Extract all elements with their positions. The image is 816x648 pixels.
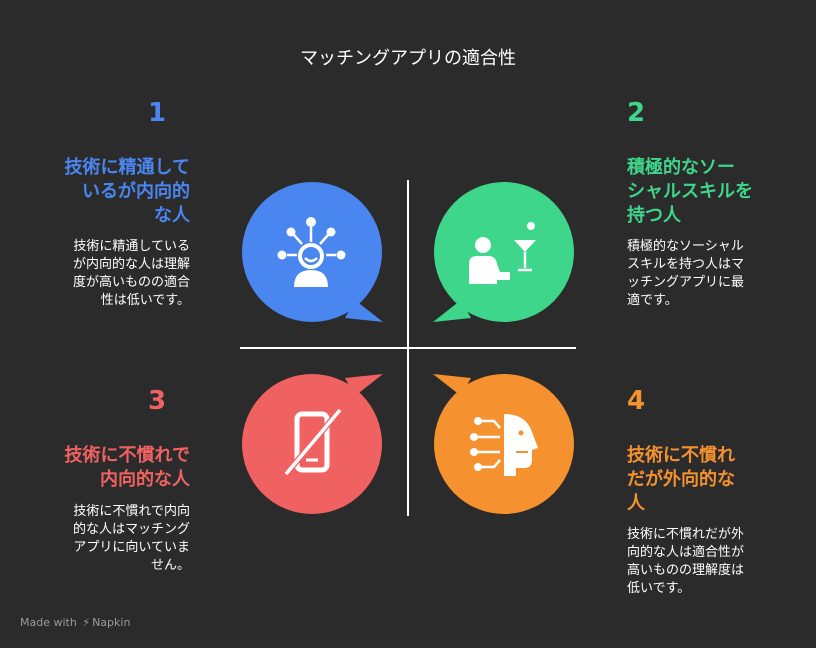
quadrant-3-heading: 技術に不慣れで 内向的な人 [64,445,190,490]
quadrant-1-description: 技術に精通している が内向的な人は理解 度が高いものの適合 性は低いです。 [72,239,190,308]
quadrant-4-bubble [433,374,574,514]
quadrant-2-number: 2 [627,98,646,128]
quadrant-1-number: 1 [148,98,167,128]
quadrant-4-number: 4 [627,386,646,416]
phone-off-icon [283,408,343,476]
quadrant-2-description: 積極的なソーシャル スキルを持つ人はマ ッチングアプリに最 適です。 [627,239,745,308]
network-person-icon [277,217,346,287]
quadrant-3-description: 技術に不慣れで内向 的な人はマッチング アプリに向いていま せん。 [72,504,190,573]
horizontal-divider [240,347,576,349]
quadrant-1-heading: 技術に精通して いるが内向的 な人 [64,157,190,226]
ai-head-icon [470,414,538,476]
person-cocktail-icon [469,222,536,284]
napkin-logo-icon: ⚡ [82,616,91,629]
quadrant-2-bubble [433,182,574,322]
quadrant-1-bubble [242,182,383,322]
quadrant-4-heading: 技術に不慣れ だが外向的な 人 [627,445,735,514]
page-title: マッチングアプリの適合性 [300,48,516,69]
quadrant-4-description: 技術に不慣れだが外 向的な人は適合性が 高いものの理解度は 低いです。 [627,527,745,596]
quadrant-2-heading: 積極的なソー シャルスキルを 持つ人 [627,157,753,226]
made-with-napkin-footer[interactable]: Made with ⚡Napkin [20,616,131,629]
quadrant-3-number: 3 [148,386,167,416]
